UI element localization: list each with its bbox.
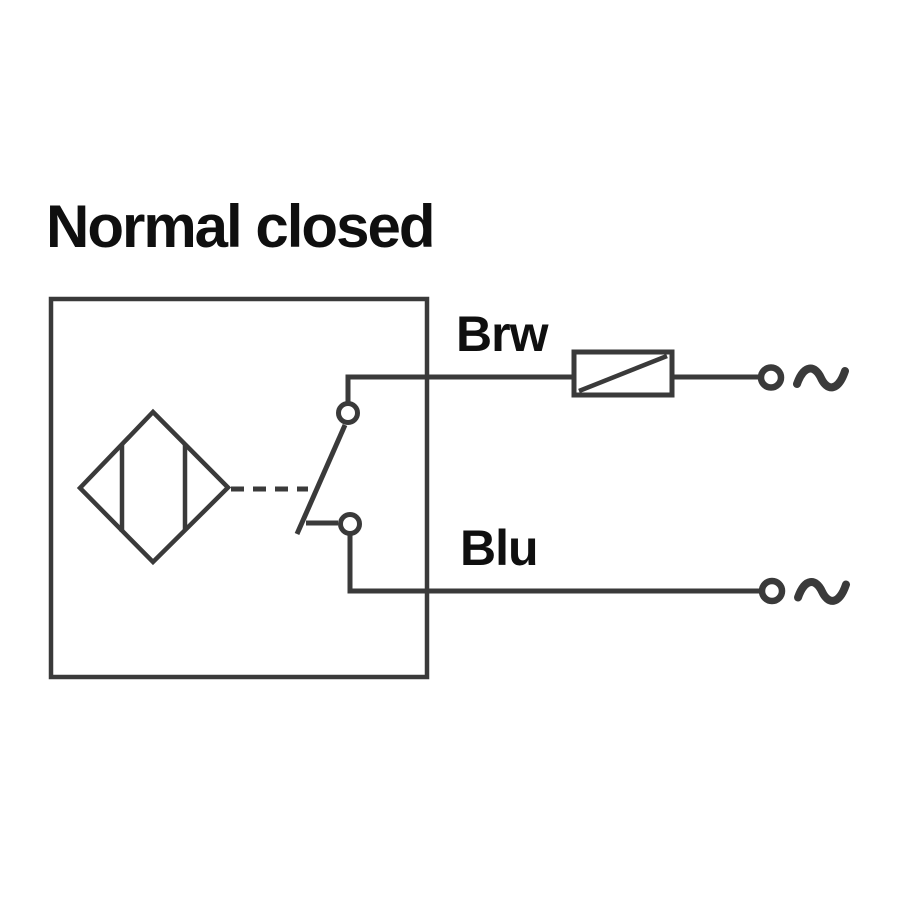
sensor-diamond: [76, 408, 232, 566]
load-diagonal: [578, 353, 668, 394]
page-title: Normal closed: [46, 193, 435, 260]
brown-wire-label: Brw: [456, 306, 548, 362]
brown-wire: [345, 374, 574, 402]
nc-switch-icon: [294, 401, 362, 536]
terminal-circle-top: [757, 364, 785, 391]
load-box: [571, 349, 675, 398]
switch-lever: [294, 423, 348, 536]
blue-wire-label: Blu: [460, 520, 539, 576]
sensor-body-outline: [48, 296, 430, 680]
terminal-circle-bottom: [758, 577, 786, 605]
load-icon: [571, 349, 675, 398]
ac-terminal-top-icon: [757, 364, 849, 392]
switch-lower-contact: [338, 512, 362, 536]
ac-wave-icon-bottom: [794, 578, 850, 605]
blue-wire: [347, 535, 759, 594]
ac-wave-icon-top: [793, 364, 849, 392]
ac-terminal-bottom-icon: [758, 577, 850, 605]
switch-upper-contact: [336, 401, 360, 425]
sensor-symbol-icon: [76, 408, 232, 566]
